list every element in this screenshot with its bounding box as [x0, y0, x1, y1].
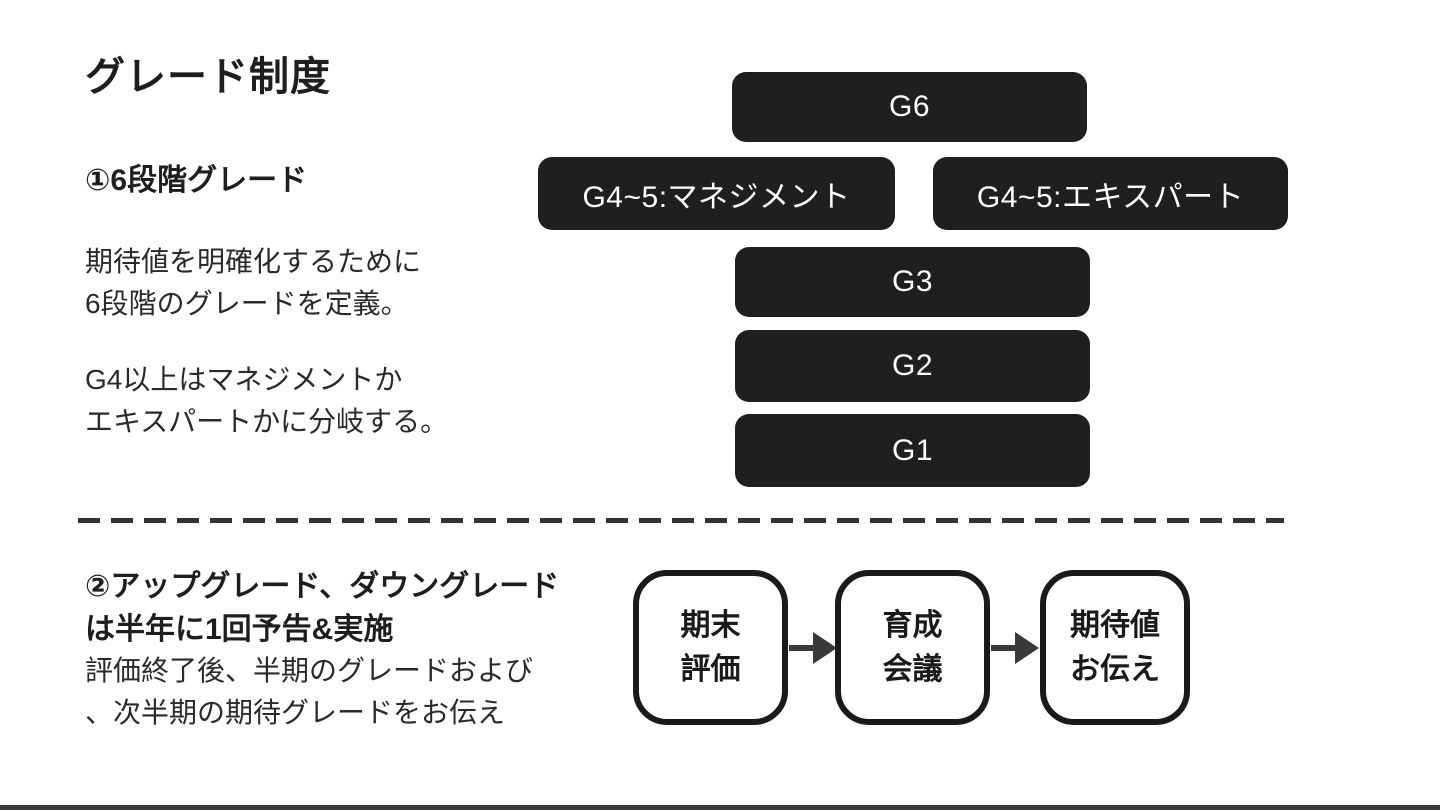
section2-heading-line-1: ②アップグレード、ダウングレード	[85, 570, 560, 603]
flow-step-communicate-expectations: 期待値 お伝え	[1040, 570, 1190, 725]
flow-step-2-line-2: 会議	[882, 652, 943, 686]
flow-step-3-line-2: お伝え	[1070, 652, 1160, 686]
dashed-divider	[78, 518, 1284, 523]
section1-paragraph-1: 期待値を明確化するために 6段階のグレードを定義。	[85, 241, 421, 325]
flow-step-3-line-1: 期待値	[1070, 608, 1160, 642]
grade-box-g3: G3	[735, 247, 1090, 317]
section1-paragraph-2-line-1: G4以上はマネジメントか	[85, 364, 403, 395]
grade-box-g4-5-expert: G4~5:エキスパート	[933, 157, 1288, 230]
flow-step-final-evaluation: 期末 評価	[633, 570, 788, 725]
section1-paragraph-1-line-1: 期待値を明確化するために	[85, 246, 422, 277]
section2-body-line-1: 評価終了後、半期のグレードおよび	[85, 655, 534, 686]
section2-heading: ②アップグレード、ダウングレード は半年に1回予告&実施	[85, 565, 559, 651]
section1-paragraph-1-line-2: 6段階のグレードを定義。	[85, 288, 409, 319]
flow-arrow-icon	[991, 632, 1039, 664]
grade-box-g4-5-management: G4~5:マネジメント	[538, 157, 895, 230]
flow-arrow-icon	[789, 632, 837, 664]
flow-step-1-line-2: 評価	[680, 652, 741, 686]
section1-heading: ①6段階グレード	[85, 164, 308, 197]
section1-paragraph-2: G4以上はマネジメントか エキスパートかに分岐する。	[85, 359, 448, 443]
bottom-letterbox-bar	[0, 805, 1440, 810]
section2-body-line-2: 、次半期の期待グレードをお伝え	[85, 697, 506, 728]
section2-heading-line-2: は半年に1回予告&実施	[85, 613, 394, 646]
slide-title: グレード制度	[85, 55, 331, 99]
flow-step-1-line-1: 期末	[680, 608, 741, 642]
grade-box-g1: G1	[735, 414, 1090, 487]
section2-body: 評価終了後、半期のグレードおよび 、次半期の期待グレードをお伝え	[85, 650, 533, 734]
flow-step-development-meeting: 育成 会議	[835, 570, 990, 725]
flow-step-2-line-1: 育成	[882, 608, 943, 642]
grade-box-g6: G6	[732, 72, 1087, 142]
grade-box-g2: G2	[735, 330, 1090, 402]
section1-paragraph-2-line-2: エキスパートかに分岐する。	[85, 406, 449, 437]
